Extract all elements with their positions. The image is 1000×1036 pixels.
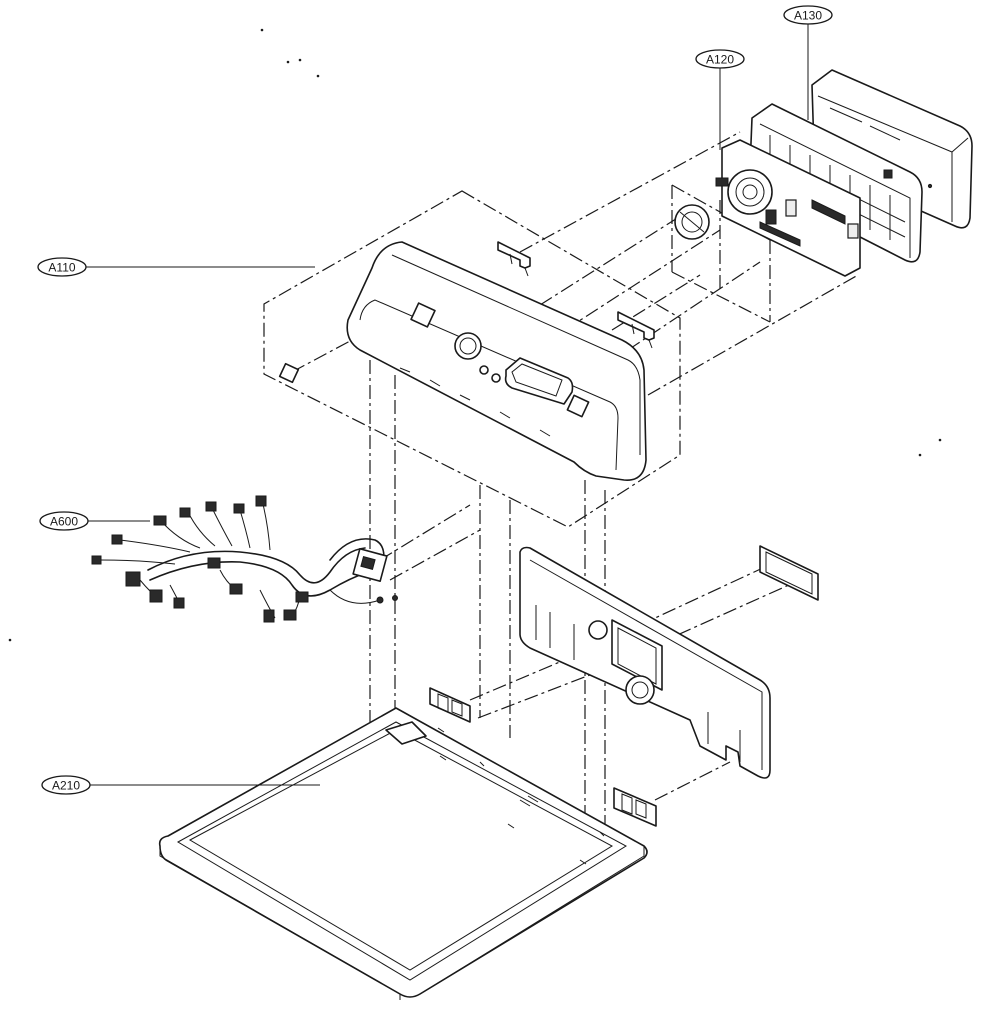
callout-a210: A210 — [41, 775, 320, 795]
callout-label-a130: A130 — [794, 9, 822, 23]
callout-a120: A120 — [695, 49, 745, 150]
wire-harness-a600 — [91, 495, 398, 623]
callout-label-a110: A110 — [48, 261, 75, 275]
callout-label-a600: A600 — [50, 515, 78, 529]
top-table-a210 — [158, 707, 648, 1000]
callout-label-a120: A120 — [706, 53, 734, 67]
callout-a130: A130 — [783, 5, 833, 120]
callout-a600: A600 — [39, 511, 150, 531]
control-board-a120 — [674, 103, 923, 277]
control-panel-a110 — [278, 241, 655, 481]
control-cover-a130 — [811, 69, 973, 229]
mounting-plate — [429, 545, 819, 827]
scan-specks — [8, 28, 942, 642]
callout-label-a210: A210 — [52, 779, 80, 793]
callout-a110: A110 — [37, 257, 315, 277]
